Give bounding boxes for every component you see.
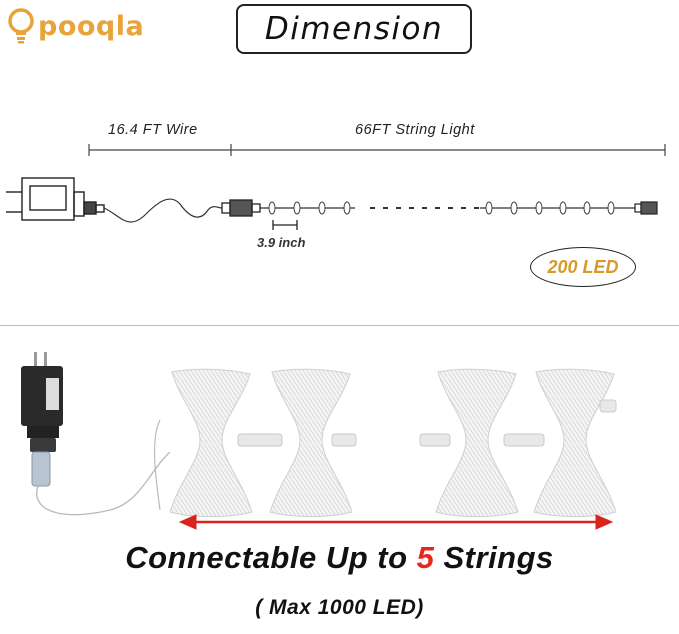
connector-icon bbox=[221, 199, 261, 217]
brand-name: pooqla bbox=[38, 10, 145, 42]
dimension-title-box: Dimension bbox=[236, 4, 472, 54]
led-bulb-icon bbox=[268, 201, 615, 215]
connectable-headline: Connectable Up to 5 Strings bbox=[0, 540, 679, 576]
power-adapter-icon bbox=[6, 177, 105, 221]
max-led-label: ( Max 1000 LED) bbox=[255, 596, 424, 619]
wire-length-label: 16.4 FT Wire bbox=[108, 122, 198, 138]
wire bbox=[103, 198, 223, 223]
bulb-logo-icon bbox=[8, 8, 34, 44]
double-arrow-icon bbox=[178, 514, 614, 530]
end-connector-icon bbox=[634, 201, 658, 215]
connector-icon bbox=[237, 399, 617, 447]
plug-adapter-icon bbox=[21, 352, 63, 487]
section-divider bbox=[0, 325, 679, 326]
measure-line bbox=[88, 144, 666, 156]
connect-number: 5 bbox=[416, 540, 435, 575]
brand-logo: pooqla bbox=[6, 4, 144, 48]
string-length-label: 66FT String Light bbox=[355, 122, 475, 138]
spacing-marker bbox=[272, 220, 298, 230]
led-count-badge: 200 LED bbox=[530, 247, 636, 287]
led-count-label: 200 LED bbox=[547, 256, 619, 277]
connect-prefix: Connectable Up to bbox=[125, 540, 417, 575]
bulb-spacing-label: 3.9 inch bbox=[257, 235, 306, 250]
connect-suffix: Strings bbox=[434, 540, 554, 575]
page-title: Dimension bbox=[264, 11, 444, 47]
dimension-diagram bbox=[6, 144, 666, 230]
product-illustration bbox=[21, 352, 617, 530]
coiled-string-light-icon bbox=[169, 368, 617, 517]
